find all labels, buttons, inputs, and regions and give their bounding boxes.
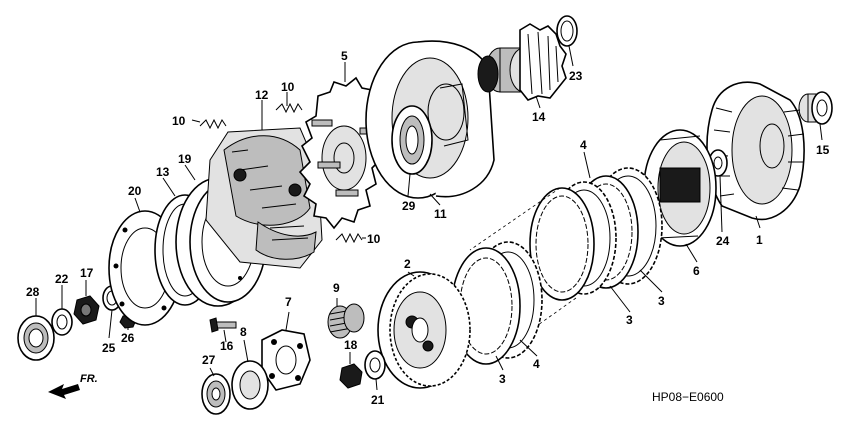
callout-3c: 3 [499,372,506,386]
callout-4b: 4 [533,357,540,371]
part-10-spring-upper-right [275,102,303,114]
part-16-bolt [209,317,237,333]
callout-21: 21 [371,393,385,407]
callout-23: 23 [569,69,583,83]
callout-20: 20 [128,184,142,198]
part-8-bearing-holder [231,360,269,410]
callout-8: 8 [240,325,247,339]
part-21-washer [364,350,386,380]
part-15-bushing [798,91,833,125]
part-5-drive-plate [298,76,383,230]
part-10-spring-lower [335,232,363,244]
leader-lines [35,45,823,391]
callout-7: 7 [285,295,292,309]
callout-12: 12 [255,88,269,102]
callout-25: 25 [102,341,116,355]
part-22-washer [51,308,73,336]
callout-1: 1 [756,233,763,247]
callout-13: 13 [156,165,170,179]
part-7-plate [261,329,311,391]
part-23-ring [556,15,578,47]
part-4-friction-disc-upper-b [529,187,595,301]
part-29-bearing [391,105,433,175]
part-1-clutch-housing [706,81,805,221]
callout-2: 2 [404,257,411,271]
callout-labels: 1 2 3 3 3 4 4 5 6 7 8 9 10 10 10 11 12 1… [26,49,830,407]
diagram-code: HP08−E0600 [652,390,724,404]
callout-9: 9 [333,281,340,295]
callout-6: 6 [693,264,700,278]
part-28-bearing [17,315,55,361]
callout-14: 14 [532,110,546,124]
callout-16: 16 [220,339,234,353]
front-label: FR. [80,373,98,385]
part-11-clutch-drum [365,40,495,199]
callout-4a: 4 [580,138,587,152]
part-12-weight-assembly [205,127,323,269]
part-14-gear [477,23,567,101]
callout-10b: 10 [281,80,295,94]
part-2-clutch-center [377,271,471,389]
part-17-nut [73,295,100,325]
part-27-bearing [201,373,231,415]
callout-3a: 3 [658,294,665,308]
callout-26: 26 [121,331,135,345]
part-9-clutch-springs [327,303,365,339]
callout-27: 27 [202,353,216,367]
callout-29: 29 [402,199,416,213]
callout-22: 22 [55,272,69,286]
callout-11: 11 [434,207,447,221]
callout-10c: 10 [367,232,381,246]
callout-18: 18 [344,338,358,352]
callout-5: 5 [341,49,348,63]
part-18-nut [339,363,363,389]
callout-15: 15 [816,143,830,157]
callout-3b: 3 [626,313,633,327]
front-direction-arrow: FR. [48,373,98,399]
callout-28: 28 [26,285,40,299]
callout-19: 19 [178,152,192,166]
callout-24: 24 [716,234,730,248]
callout-10a: 10 [172,114,186,128]
part-10-spring-upper-left [199,118,227,130]
callout-17: 17 [80,266,94,280]
